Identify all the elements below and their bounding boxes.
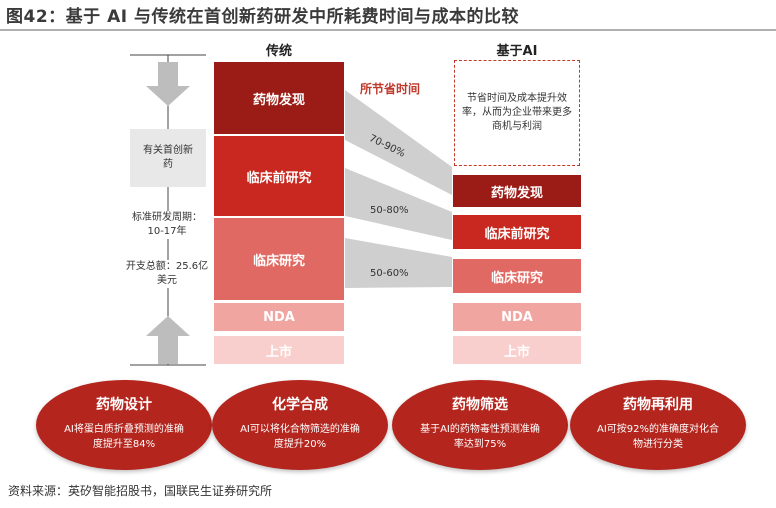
traditional-nda: NDA bbox=[214, 303, 344, 331]
figure-title: 图42：基于 AI 与传统在首创新药研发中所耗费时间与成本的比较 bbox=[6, 7, 519, 27]
traditional-clinical: 临床研究 bbox=[214, 218, 344, 300]
novel-drug-label: 有关首创新药 bbox=[130, 129, 206, 187]
down-arrow-icon bbox=[146, 62, 190, 106]
application-desc: AI可以将化合物筛选的准确度提升20% bbox=[240, 424, 360, 450]
application-desc: AI将蛋白质折叠预测的准确度提升至84% bbox=[64, 424, 184, 450]
ai-benefit-note: 节省时间及成本提升效率，从而为企业带来更多商机与利润 bbox=[454, 60, 580, 166]
traditional-header: 传统 bbox=[265, 44, 292, 59]
application-drug-repurposing: 药物再利用 AI可按92%的准确度对化合物进行分类 bbox=[570, 380, 746, 470]
traditional-preclinical: 临床前研究 bbox=[214, 136, 344, 216]
saved-time-label: 所节省时间 bbox=[360, 82, 421, 96]
saved-pct-preclinical: 50-80% bbox=[370, 205, 409, 216]
application-title: 药物筛选 bbox=[452, 397, 508, 413]
ai-nda: NDA bbox=[453, 303, 581, 331]
saved-time-funnel-1 bbox=[345, 90, 452, 195]
application-desc: AI可按92%的准确度对化合物进行分类 bbox=[596, 424, 720, 450]
up-arrow-icon bbox=[146, 316, 190, 364]
ai-header: 基于AI bbox=[496, 44, 538, 59]
application-title: 药物设计 bbox=[96, 397, 152, 413]
traditional-launch: 上市 bbox=[214, 336, 344, 364]
application-title: 药物再利用 bbox=[623, 397, 693, 413]
cost-label: 开支总额：25.6亿美元 bbox=[124, 260, 210, 288]
saved-pct-clinical: 50-60% bbox=[370, 268, 409, 279]
traditional-drug-discovery: 药物发现 bbox=[214, 62, 344, 134]
application-chemical-synthesis: 化学合成 AI可以将化合物筛选的准确度提升20% bbox=[212, 380, 388, 470]
application-drug-screening: 药物筛选 基于AI的药物毒性预测准确率达到75% bbox=[392, 380, 568, 470]
saved-time-funnel-3 bbox=[345, 238, 452, 288]
ai-drug-discovery: 药物发现 bbox=[453, 175, 581, 207]
source-note: 资料来源：英矽智能招股书，国联民生证券研究所 bbox=[8, 484, 273, 498]
cycle-label: 标准研发周期：10-17年 bbox=[124, 211, 210, 239]
ai-clinical: 临床研究 bbox=[453, 259, 581, 293]
application-desc: 基于AI的药物毒性预测准确率达到75% bbox=[420, 424, 540, 450]
ai-preclinical: 临床前研究 bbox=[453, 215, 581, 249]
saved-time-funnel-2 bbox=[345, 168, 452, 240]
application-title: 化学合成 bbox=[272, 397, 328, 413]
application-drug-design: 药物设计 AI将蛋白质折叠预测的准确度提升至84% bbox=[36, 380, 212, 470]
ai-launch: 上市 bbox=[453, 336, 581, 364]
title-divider bbox=[0, 29, 776, 31]
